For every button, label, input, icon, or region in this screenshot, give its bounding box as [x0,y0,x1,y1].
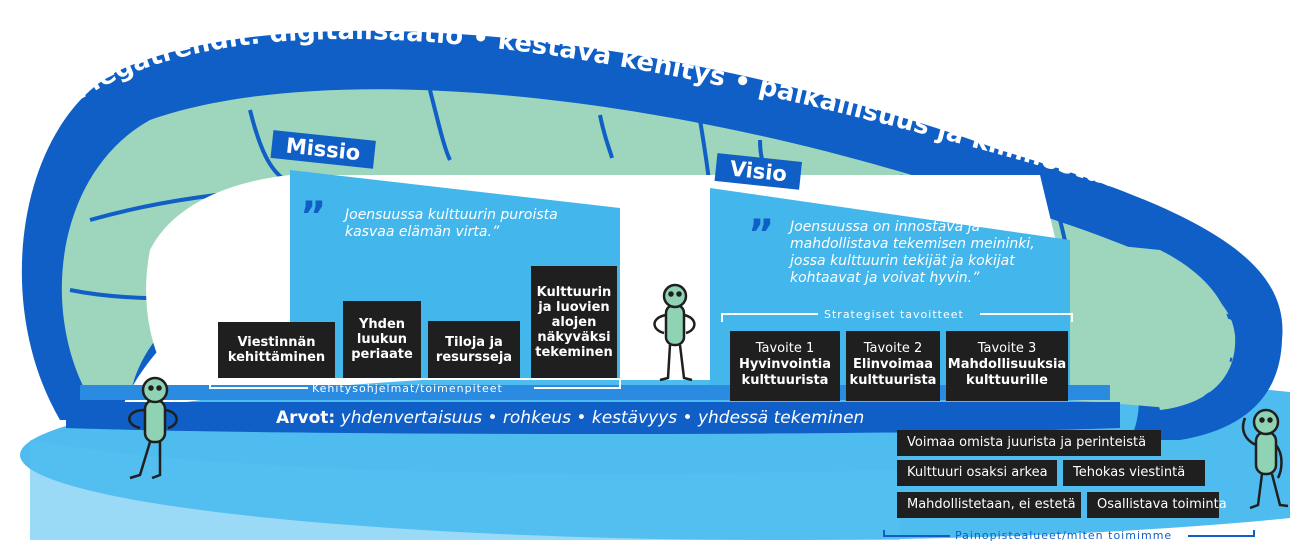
goal-box: Tavoite 1 Hyvinvointia kulttuurista [730,331,840,401]
goal-name: Hyvinvointia kulttuurista [738,357,832,388]
vision-quote-icon: ” [748,212,774,258]
figure-middle [653,283,696,382]
figure-left [128,376,178,480]
mission-quote-icon: ” [300,194,326,240]
values-line: Arvot: yhdenvertaisuus • rohkeus • kestä… [276,408,864,428]
development-programs-label: Kehitysohjelmat/toimenpiteet [312,382,503,395]
focus-item: Kulttuuri osaksi arkea [897,460,1057,486]
goal-box: Tavoite 2 Elinvoimaa kulttuurista [846,331,940,401]
floor-shade [30,440,900,540]
focus-item: Tehokas viestintä [1063,460,1205,486]
program-box: Kulttuurin ja luovien alojen näkyväksi t… [531,266,617,378]
strategic-goals-label: Strategiset tavoitteet [824,308,964,321]
goal-number: Tavoite 1 [755,341,815,356]
values-label: Arvot: [276,408,336,428]
goal-number: Tavoite 3 [977,341,1037,356]
seating-right [1060,240,1232,408]
goals-bracket [721,313,1073,322]
goal-name: Elinvoimaa kulttuurista [849,357,937,388]
goal-box: Tavoite 3 Mahdollisuuksia kulttuurille [946,331,1068,401]
figure-right [1241,408,1289,510]
vision-quote: Joensuussa on innostava ja mahdollistava… [790,219,1035,286]
goal-name: Mahdollisuuksia kulttuurille [947,357,1067,388]
focus-item: Mahdollistetaan, ei estetä [897,492,1081,518]
values-text: yhdenvertaisuus • rohkeus • kestävyys • … [340,408,865,428]
focus-item: Voimaa omista juurista ja perinteistä [897,430,1161,456]
program-box: Viestinnän kehittäminen [218,322,335,378]
goal-number: Tavoite 2 [863,341,923,356]
mission-quote: Joensuussa kulttuurin puroista kasvaa el… [345,207,558,240]
focus-bracket [883,530,1255,537]
focus-item: Osallistava toiminta [1087,492,1227,518]
focus-areas-label: Painopistealueet/miten toimimme [955,529,1173,542]
development-bracket [209,380,621,389]
program-box: Tiloja ja resursseja [428,321,520,378]
values-band [66,402,1120,434]
program-box: Yhden luukun periaate [343,301,421,378]
